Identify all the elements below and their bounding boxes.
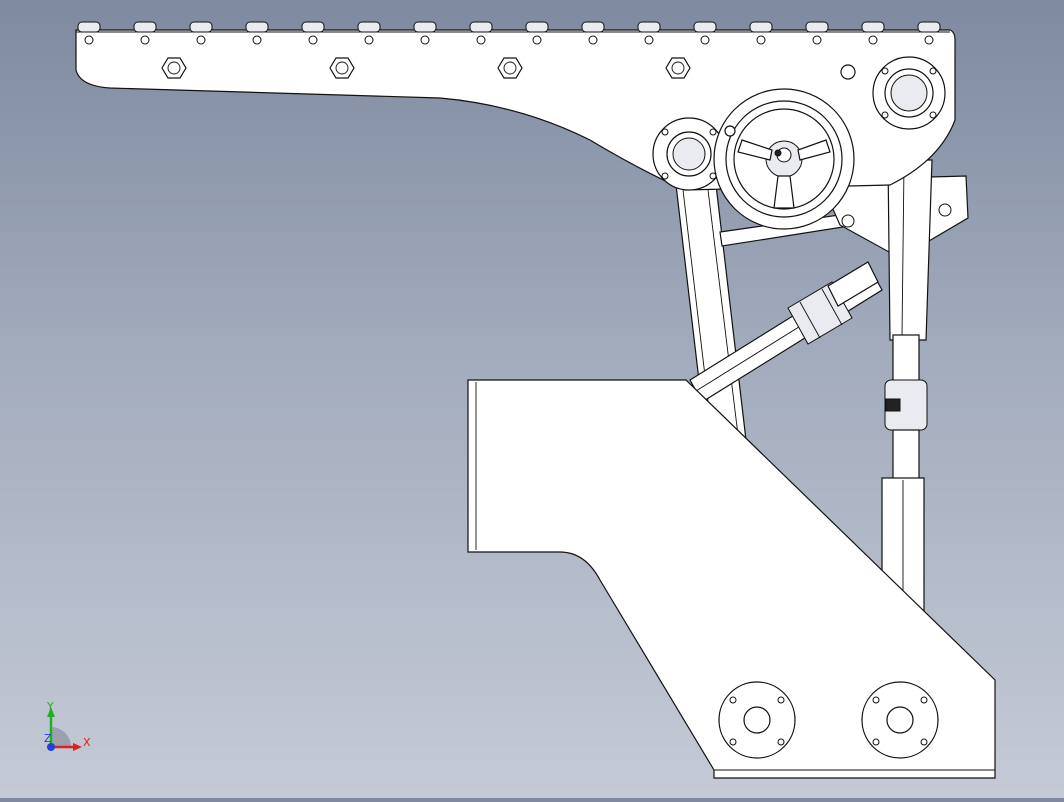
triad-y-label: Y [46, 700, 54, 713]
roller [693, 21, 717, 45]
roller [637, 21, 661, 45]
hex-nut [161, 57, 187, 79]
roller [245, 21, 269, 45]
reference-triad: Y X Z [44, 700, 91, 751]
triad-x-label: X [83, 736, 91, 749]
hex-nut [497, 57, 523, 79]
hex-nut [665, 57, 691, 79]
roller [77, 21, 101, 45]
roller [133, 21, 157, 45]
bearing-flange-lower[interactable] [652, 117, 726, 191]
triad-z-label: Z [44, 732, 52, 745]
roller [805, 21, 829, 45]
triad-z-axis [47, 743, 55, 751]
roller [469, 21, 493, 45]
base-flange-right[interactable] [861, 681, 939, 759]
roller [861, 21, 885, 45]
roller [749, 21, 773, 45]
roller [917, 21, 941, 45]
roller-row [77, 21, 941, 45]
roller [357, 21, 381, 45]
triad-x-arrow [73, 743, 82, 751]
hex-nut [329, 57, 355, 79]
triad-y-arrow [47, 707, 55, 717]
handwheel[interactable] [713, 88, 855, 230]
vertical-adjust-strut[interactable] [881, 159, 933, 619]
bearing-flange-upper[interactable] [872, 56, 946, 130]
hydraulic-cylinder[interactable] [689, 261, 883, 403]
bolt-head [840, 64, 856, 80]
roller [413, 21, 437, 45]
base-flange-left[interactable] [718, 681, 796, 759]
roller [301, 21, 325, 45]
roller [581, 21, 605, 45]
triad-arc [51, 727, 71, 747]
roller [525, 21, 549, 45]
base-body[interactable] [467, 379, 996, 779]
roller [189, 21, 213, 45]
